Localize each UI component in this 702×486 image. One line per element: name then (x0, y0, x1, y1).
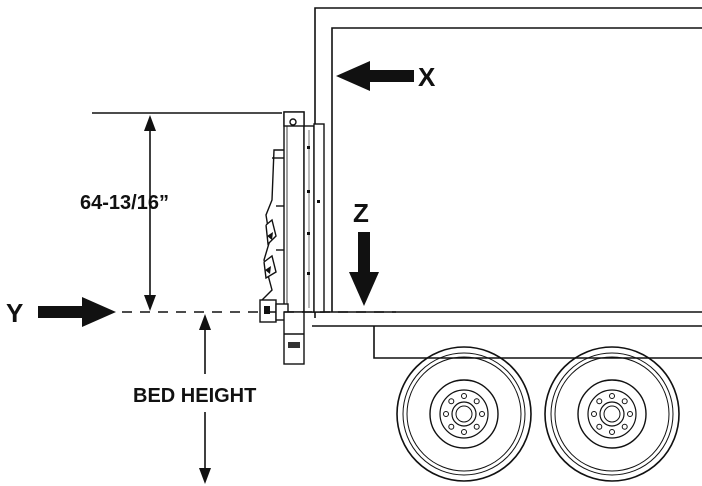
y-label: Y (6, 298, 23, 328)
x-arrow (336, 61, 414, 91)
rail-bolts (307, 146, 320, 275)
liftgate-lower-step (283, 311, 305, 365)
y-arrow (38, 297, 116, 327)
dimension-arrow (144, 115, 156, 311)
hinge-circle (289, 118, 297, 126)
liftgate-assembly (259, 111, 325, 365)
liftgate-outer-rail (313, 123, 325, 313)
z-label: Z (353, 198, 369, 228)
rear-wheel-right (544, 346, 680, 482)
dimension-label: 64-13/16” (80, 192, 169, 214)
rear-wheel-left (396, 346, 532, 482)
bed-height-label: BED HEIGHT (133, 385, 256, 407)
bed-height-arrow (199, 314, 211, 484)
truck-body (314, 7, 702, 318)
x-label: X (418, 62, 436, 92)
truck-bed (312, 311, 702, 327)
linkage-arms (260, 149, 285, 311)
chassis-sill (373, 326, 702, 359)
z-arrow (349, 232, 379, 306)
